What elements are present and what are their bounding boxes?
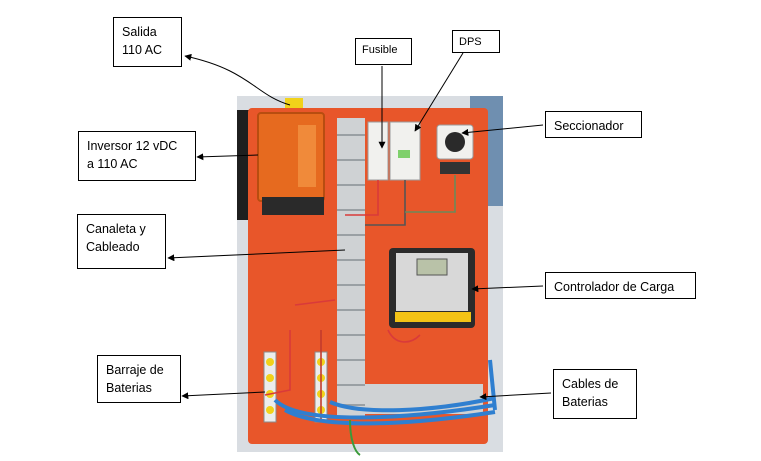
label-salida-110ac: Salida 110 AC bbox=[113, 17, 182, 67]
busbar-left bbox=[263, 351, 277, 423]
arrow-salida bbox=[184, 53, 291, 106]
inverter-base bbox=[262, 197, 324, 215]
battery-cables-blue bbox=[273, 359, 497, 426]
label-controlador-carga: Controlador de Carga bbox=[545, 272, 696, 299]
label-canaleta-cableado: Canaleta y Cableado bbox=[77, 214, 166, 269]
board-wiring bbox=[264, 175, 456, 420]
label-cables-baterias: Cables de Baterias bbox=[553, 369, 637, 419]
cable-duct bbox=[337, 118, 365, 418]
disconnect-knob bbox=[445, 132, 465, 152]
label-dps: DPS bbox=[452, 30, 500, 53]
dps-unit bbox=[389, 121, 421, 181]
arrow-barraje bbox=[181, 391, 266, 400]
arrow-cables bbox=[479, 392, 552, 401]
label-fusible: Fusible bbox=[355, 38, 412, 65]
inverter-output-plug bbox=[285, 98, 303, 108]
dps-green-window bbox=[398, 150, 410, 158]
switch-connectors bbox=[440, 162, 470, 174]
annotation-arrows bbox=[167, 52, 552, 401]
arrow-inversor bbox=[196, 153, 259, 161]
green-ground-wire bbox=[349, 419, 361, 456]
fuse-holder bbox=[367, 121, 389, 181]
duct-slots bbox=[337, 134, 365, 406]
charge-controller-display bbox=[416, 258, 448, 276]
label-seccionador: Seccionador bbox=[545, 111, 642, 138]
arrow-canaleta bbox=[167, 249, 346, 262]
inverter-panel bbox=[298, 125, 316, 187]
arrow-controlador bbox=[471, 285, 544, 293]
label-inversor: Inversor 12 vDC a 110 AC bbox=[78, 131, 196, 181]
charge-controller-terminals bbox=[395, 312, 471, 322]
label-barraje-baterias: Barraje de Baterias bbox=[97, 355, 181, 403]
arrow-dps bbox=[414, 52, 464, 132]
arrow-seccionador bbox=[461, 124, 544, 136]
